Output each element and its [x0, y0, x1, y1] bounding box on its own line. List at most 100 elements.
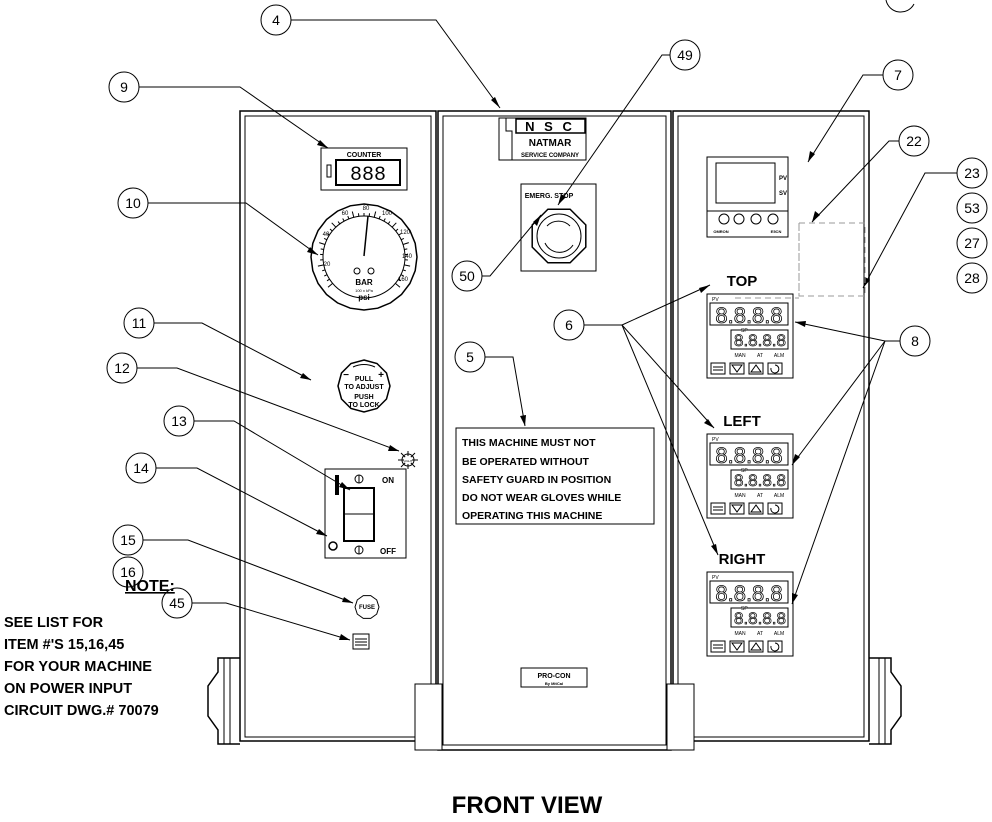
left-panel — [239, 110, 437, 742]
right-cable-gland — [869, 657, 902, 745]
counter: COUNTER 888 — [320, 147, 408, 191]
callout-22: 22 — [811, 125, 930, 223]
callout-6: 6 — [553, 284, 719, 556]
up-arrow-icon[interactable] — [748, 362, 764, 375]
sp-display: 8.8.8.8 — [734, 471, 786, 490]
pv-tag: PV — [712, 437, 719, 443]
svg-text:FOR YOUR MACHINE: FOR YOUR MACHINE — [4, 659, 152, 675]
callout-9: 9 — [108, 71, 329, 149]
svg-text:28: 28 — [964, 270, 980, 286]
gauge-needle — [363, 215, 369, 257]
callout-8: 8 — [791, 321, 931, 605]
sp-display: 8.8.8.8 — [734, 609, 786, 628]
svg-text:45: 45 — [169, 595, 185, 611]
svg-text:SAFETY GUARD IN POSITION: SAFETY GUARD IN POSITION — [462, 474, 611, 486]
bottom-notches — [414, 683, 695, 751]
svg-text:SV: SV — [779, 191, 787, 197]
callout-15: 15 — [112, 524, 354, 604]
sp-tag: SP — [741, 468, 748, 474]
svg-text:7: 7 — [894, 67, 902, 83]
pv-display: 8.8.8.8 — [715, 443, 782, 468]
svg-text:NOTE:: NOTE: — [125, 578, 175, 595]
svg-text:OMRON: OMRON — [713, 229, 728, 234]
man-label: MAN — [734, 493, 746, 499]
svg-text:100 x kPa: 100 x kPa — [355, 288, 374, 293]
at-label: AT — [757, 631, 763, 637]
svg-text:15: 15 — [120, 532, 136, 548]
svg-text:PUSH: PUSH — [354, 394, 373, 401]
at-label: AT — [757, 493, 763, 499]
cycle-icon[interactable] — [767, 362, 783, 375]
mode-button[interactable] — [710, 502, 726, 515]
up-arrow-icon[interactable] — [748, 502, 764, 515]
hidden-component-outline — [735, 222, 866, 299]
man-label: MAN — [734, 353, 746, 359]
alm-label: ALM — [774, 493, 784, 499]
controller-label: RIGHT — [719, 551, 766, 568]
pressure-adjust-knob[interactable]: − + PULL TO ADJUST PUSH TO LOCK — [337, 359, 391, 413]
svg-text:−: − — [343, 370, 349, 381]
svg-text:TO LOCK: TO LOCK — [348, 402, 379, 409]
callout-50: 50 — [451, 214, 542, 292]
center-panel — [437, 110, 672, 751]
mode-button[interactable] — [710, 640, 726, 653]
pv-tag: PV — [712, 297, 719, 303]
svg-text:888: 888 — [350, 164, 386, 187]
callout-4: 4 — [260, 4, 501, 109]
svg-text:BAR: BAR — [355, 278, 373, 287]
emergency-stop[interactable]: EMERG. STOP — [520, 183, 597, 272]
cycle-icon[interactable] — [767, 502, 783, 515]
svg-text:ON: ON — [382, 476, 394, 485]
controller-bezel — [706, 571, 794, 657]
view-title: FRONT VIEW — [452, 792, 603, 819]
svg-text:53: 53 — [964, 200, 980, 216]
sp-display-frame — [730, 607, 789, 628]
sp-display-frame — [730, 469, 789, 490]
svg-text:PRO-CON: PRO-CON — [537, 673, 570, 680]
svg-text:11: 11 — [132, 315, 147, 331]
callout-10: 10 — [117, 187, 319, 256]
svg-text:160: 160 — [398, 277, 409, 283]
pv-display-frame — [709, 580, 789, 604]
callout-49: 49 — [557, 39, 701, 206]
procon-badge: PRO-CON By MitCal — [520, 667, 588, 688]
down-arrow-icon[interactable] — [729, 502, 745, 515]
safety-warning-label: THIS MACHINE MUST NOT BE OPERATED WITHOU… — [455, 427, 655, 525]
controller-label: TOP — [727, 273, 758, 290]
svg-text:LIGHT: LIGHT — [404, 459, 413, 463]
mode-button[interactable] — [710, 362, 726, 375]
svg-text:14: 14 — [133, 460, 149, 476]
callout-11: 11 — [123, 307, 312, 381]
svg-text:49: 49 — [677, 47, 693, 63]
up-arrow-icon[interactable] — [748, 640, 764, 653]
fuse-holder: FUSE — [354, 595, 380, 619]
down-arrow-icon[interactable] — [729, 640, 745, 653]
callout-45: 45 — [161, 587, 351, 641]
svg-text:+: + — [378, 370, 384, 381]
svg-text:SEE LIST FOR: SEE LIST FOR — [4, 615, 104, 631]
sp-display: 8.8.8.8 — [734, 331, 786, 350]
at-label: AT — [757, 353, 763, 359]
svg-text:NATMAR: NATMAR — [529, 138, 572, 149]
pv-display: 8.8.8.8 — [715, 303, 782, 328]
callout-5: 5 — [454, 341, 526, 427]
cycle-icon[interactable] — [767, 640, 783, 653]
svg-text:FUSE: FUSE — [359, 605, 375, 611]
svg-text:OFF: OFF — [380, 547, 396, 556]
svg-text:OPERATING THIS MACHINE: OPERATING THIS MACHINE — [462, 510, 602, 522]
svg-text:120: 120 — [400, 230, 411, 236]
controller-label: LEFT — [723, 413, 761, 430]
svg-text:COUNTER: COUNTER — [347, 152, 382, 159]
sp-tag: SP — [741, 328, 748, 334]
callout-partial-top-right — [885, 0, 915, 13]
callout-27: 27 — [956, 227, 988, 259]
right-panel — [672, 110, 870, 742]
sp-tag: SP — [741, 606, 748, 612]
svg-text:6: 6 — [565, 317, 573, 333]
down-arrow-icon[interactable] — [729, 362, 745, 375]
omron-controller: PV SV OMRON E5CN — [706, 156, 789, 238]
power-switch[interactable]: ON OFF — [324, 468, 407, 559]
svg-text:EMERG. STOP: EMERG. STOP — [525, 193, 574, 200]
alm-label: ALM — [774, 631, 784, 637]
